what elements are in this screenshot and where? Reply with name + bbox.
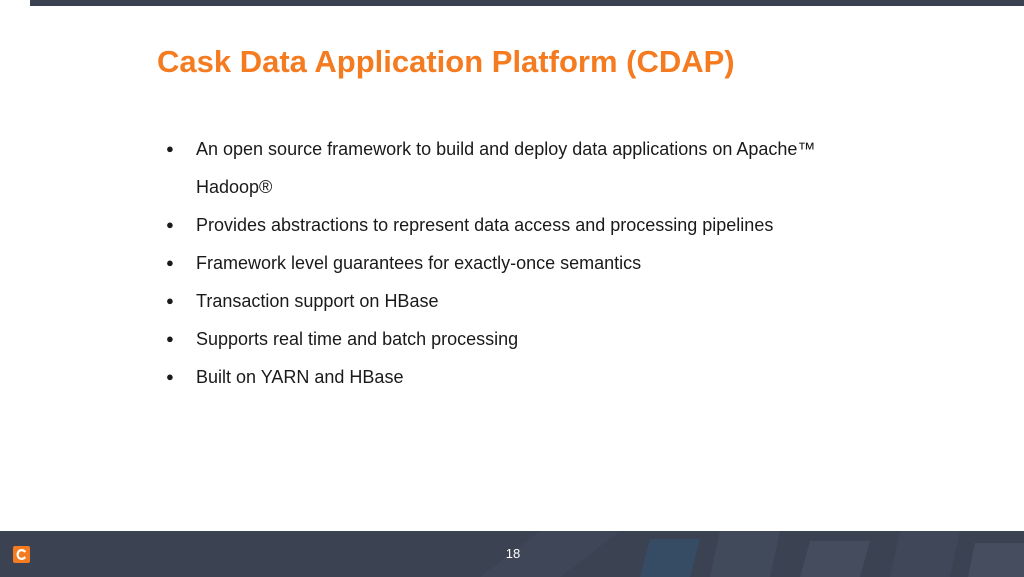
top-accent-bar	[30, 0, 1024, 6]
bullet-item: ● Provides abstractions to represent dat…	[166, 206, 846, 244]
bullet-dot: ●	[166, 217, 174, 232]
page-number: 18	[505, 546, 521, 561]
bullet-item: ● Built on YARN and HBase	[166, 358, 846, 396]
bullet-text: Built on YARN and HBase	[196, 367, 404, 387]
bullet-dot: ●	[166, 255, 174, 270]
bullet-item: ● Framework level guarantees for exactly…	[166, 244, 846, 282]
bullet-dot: ●	[166, 293, 174, 308]
footer-background-graphic	[480, 531, 1024, 577]
bullet-item: ● Supports real time and batch processin…	[166, 320, 846, 358]
bullet-text: Transaction support on HBase	[196, 291, 439, 311]
bullet-item: ● An open source framework to build and …	[166, 130, 846, 206]
slide-title: Cask Data Application Platform (CDAP)	[157, 44, 735, 79]
bullet-list: ● An open source framework to build and …	[166, 130, 846, 396]
bullet-dot: ●	[166, 141, 174, 156]
bullet-text: Provides abstractions to represent data …	[196, 215, 774, 235]
footer-bar: 18	[0, 531, 1024, 577]
bullet-dot: ●	[166, 331, 174, 346]
bullet-dot: ●	[166, 369, 174, 384]
bullet-text: Framework level guarantees for exactly-o…	[196, 253, 642, 273]
cask-logo-icon	[13, 546, 30, 563]
bullet-text: Supports real time and batch processing	[196, 329, 519, 349]
bullet-text: An open source framework to build and de…	[196, 139, 816, 197]
bullet-item: ● Transaction support on HBase	[166, 282, 846, 320]
